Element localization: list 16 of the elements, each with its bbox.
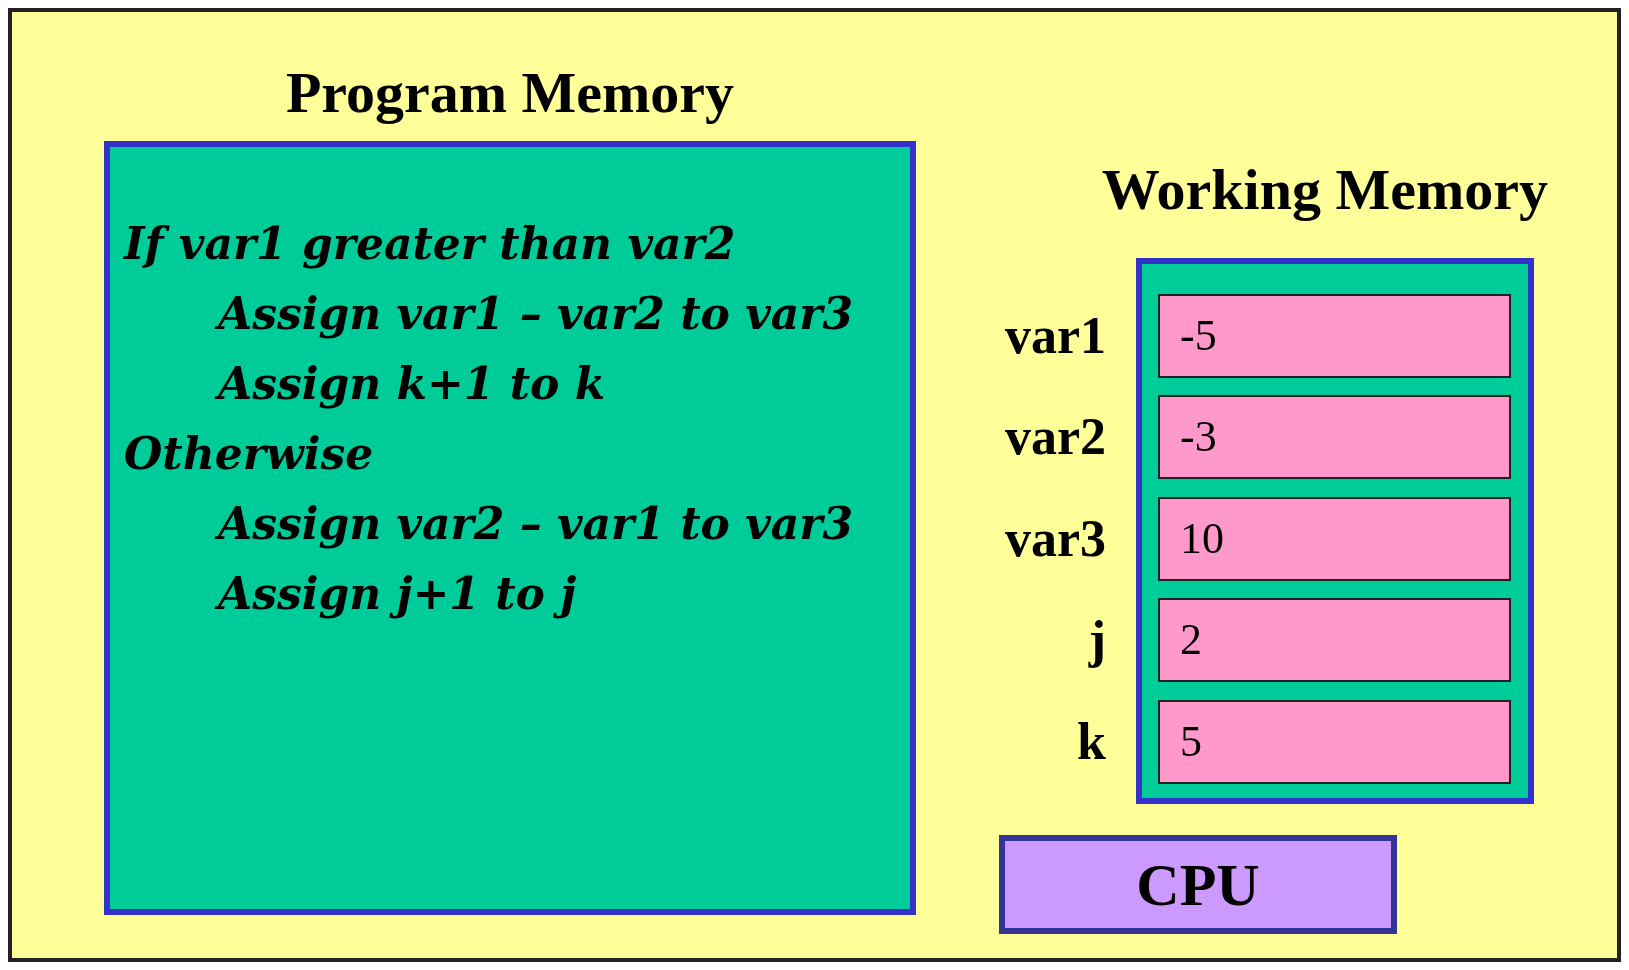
value-cell: -5 — [1158, 294, 1511, 378]
frame-background — [8, 8, 1621, 962]
section-heading: Working Memory — [1101, 156, 1548, 224]
code-line: If var1 greater than var2 — [124, 217, 736, 271]
code-line: Otherwise — [124, 427, 374, 481]
value-cell: 2 — [1158, 598, 1511, 682]
variable-name: j — [1088, 610, 1106, 670]
variable-name: var1 — [1004, 306, 1106, 366]
value-cell: 10 — [1158, 497, 1511, 581]
section-heading: Program Memory — [285, 59, 735, 127]
variable-name: var2 — [1004, 407, 1106, 467]
value-cell: -3 — [1158, 395, 1511, 479]
variable-name: k — [1077, 712, 1106, 772]
cpu-box: CPU — [999, 835, 1397, 934]
value-cell: 5 — [1158, 700, 1511, 784]
variable-name: var3 — [1004, 509, 1106, 569]
